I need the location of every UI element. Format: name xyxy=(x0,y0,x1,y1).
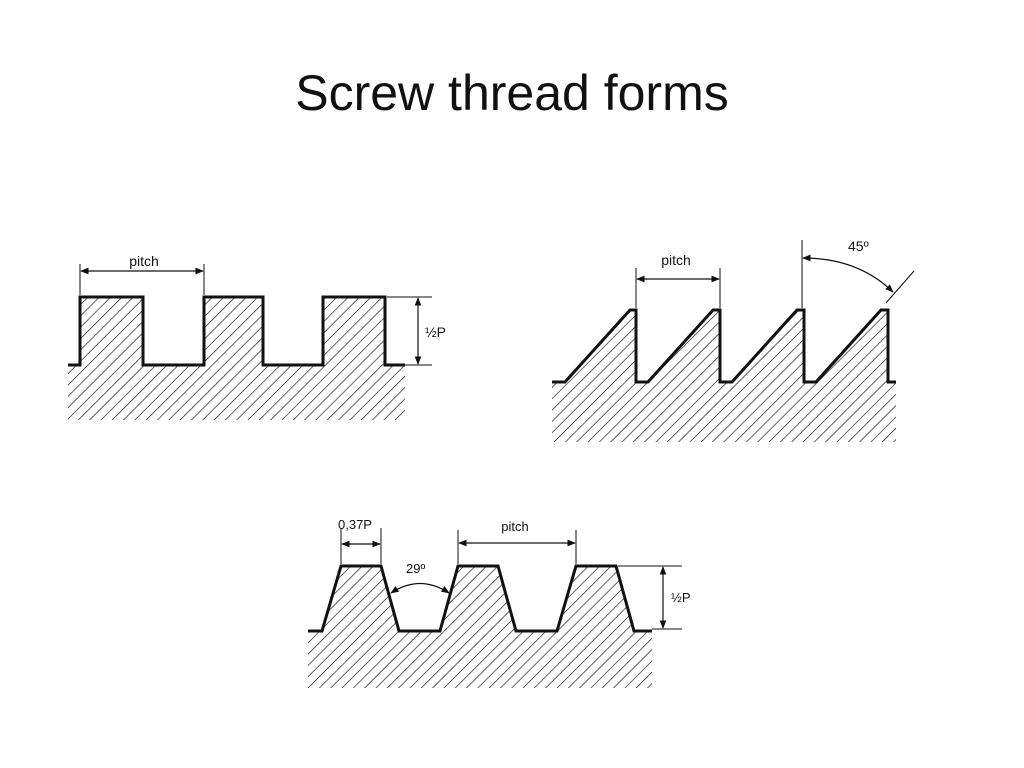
square-thread-hatch xyxy=(68,297,405,420)
acme-thread-hatch xyxy=(308,566,652,688)
buttress-thread: pitch 45º xyxy=(552,238,915,442)
buttress-angle-arc xyxy=(802,254,894,293)
buttress-pitch-label: pitch xyxy=(661,252,691,268)
buttress-angle-label: 45º xyxy=(848,238,869,254)
acme-depth-label: ½P xyxy=(671,590,691,605)
acme-angle-label: 29º xyxy=(406,561,425,576)
acme-flat-label: 0,37P xyxy=(338,517,372,532)
buttress-thread-profile xyxy=(552,308,896,384)
square-thread: pitch ½P xyxy=(68,253,446,420)
square-depth-label: ½P xyxy=(425,324,446,340)
square-thread-profile xyxy=(68,295,405,367)
square-pitch-label: pitch xyxy=(129,253,159,269)
buttress-thread-hatch xyxy=(552,310,896,442)
buttress-angle-ref-flank xyxy=(885,270,915,304)
slide-title: Screw thread forms xyxy=(295,65,729,121)
acme-pitch-label: pitch xyxy=(501,519,528,534)
acme-thread: 0,37P 29º pitch ½P xyxy=(308,517,691,688)
acme-thread-profile xyxy=(308,564,652,633)
acme-angle-arc xyxy=(390,583,450,594)
